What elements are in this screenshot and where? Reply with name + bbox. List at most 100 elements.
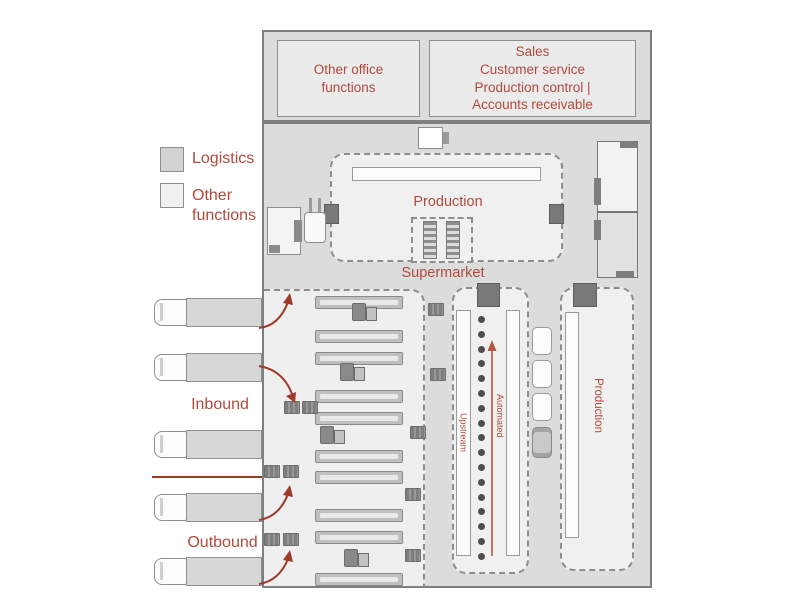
- storage-rack: [315, 531, 403, 544]
- forklift-cab: [358, 553, 369, 567]
- pallet: [302, 401, 318, 414]
- outbound-arrow: [258, 550, 293, 585]
- assembly-line-label: Upstream: [458, 413, 469, 453]
- truck-windshield: [160, 435, 163, 453]
- legend-other-swatch: [160, 183, 184, 208]
- operator-dot: [478, 478, 485, 486]
- assembly-line-right-lane: [506, 310, 520, 556]
- storage-rack-shelf: [320, 535, 398, 540]
- production-right-door: [573, 283, 597, 307]
- storage-rack: [315, 390, 403, 403]
- forklift-parked: [304, 212, 326, 243]
- inbound-label: Inbound: [191, 396, 249, 413]
- truck-windshield: [160, 358, 163, 376]
- operator-dot: [478, 390, 485, 397]
- production-right-label: Production: [592, 377, 604, 433]
- forklift-cab: [334, 430, 345, 444]
- pallet: [284, 401, 300, 414]
- buffer-station: [532, 360, 552, 388]
- production-right-lane: [565, 312, 579, 538]
- storage-rack-shelf: [320, 416, 398, 421]
- assembly-area-door: [477, 283, 500, 307]
- assembly-arrow-label: Automated: [495, 394, 505, 438]
- operator-dot: [478, 404, 485, 412]
- truck-windshield: [160, 562, 163, 580]
- forklift-fork: [309, 198, 312, 214]
- truck-cab: [154, 494, 187, 521]
- office-sales-room: Sales Customer service Production contro…: [429, 40, 636, 117]
- operator-dot: [478, 538, 485, 545]
- dock-divider-line: [152, 476, 262, 478]
- storage-rack-shelf: [320, 513, 398, 518]
- operator-dot: [478, 360, 485, 368]
- outbound-arrow: [258, 485, 293, 521]
- outbound-label: Outbound: [187, 534, 258, 551]
- office-accounts-receivable-line: Accounts receivable: [472, 97, 593, 113]
- buffer-station: [532, 393, 552, 421]
- pallet: [405, 488, 421, 501]
- flow-direction-arrow: [487, 340, 497, 556]
- forklift-cab: [354, 367, 365, 381]
- production-door-left: [324, 204, 339, 224]
- forklift: [352, 303, 377, 321]
- entrance-door: [418, 127, 443, 149]
- storage-rack-shelf: [320, 356, 398, 361]
- right-room-top-door: [620, 141, 637, 148]
- pallet: [405, 549, 421, 562]
- right-room-bottom: [597, 212, 638, 278]
- pallet: [428, 303, 444, 316]
- pallet: [283, 465, 299, 478]
- storage-rack-shelf: [320, 334, 398, 339]
- operator-dot: [478, 434, 485, 442]
- storage-rack: [315, 573, 403, 586]
- storage-rack: [315, 471, 403, 484]
- storage-rack-shelf: [320, 300, 398, 305]
- pallet: [410, 426, 426, 439]
- inbound-arrow: [258, 293, 293, 329]
- storage-rack-shelf: [320, 475, 398, 480]
- supermarket-rack: [423, 221, 437, 259]
- machine-room-pallet: [269, 245, 280, 253]
- storage-rack: [315, 412, 403, 425]
- storage-rack-shelf: [320, 454, 398, 459]
- operator-dot: [478, 419, 485, 427]
- operator-dot: [478, 493, 485, 501]
- operator-dot: [478, 523, 485, 531]
- right-room-side-door: [594, 178, 601, 205]
- truck-trailer: [186, 493, 262, 522]
- assembly-arrow-label-wrap: Automated: [494, 366, 506, 466]
- pallet: [264, 533, 280, 546]
- machine-room-door: [294, 220, 302, 242]
- right-room-bottom-side-door: [594, 220, 601, 240]
- assembly-line-left-lane: Upstream: [456, 310, 471, 556]
- supermarket-rack: [446, 221, 460, 259]
- buffer-station-full: [532, 427, 552, 458]
- forklift-cab: [366, 307, 377, 321]
- truck-cab: [154, 558, 187, 585]
- production-line-bench: [352, 167, 541, 181]
- office-production-control-line: Production control |: [474, 79, 591, 95]
- legend-logistics-swatch: [160, 147, 184, 172]
- storage-rack-shelf: [320, 394, 398, 399]
- operator-dot: [478, 552, 485, 560]
- entrance-door-tab: [443, 132, 449, 144]
- storage-rack: [315, 509, 403, 522]
- storage-rack: [315, 352, 403, 365]
- office-other-functions-room: Other office functions: [277, 40, 420, 117]
- storage-rack-shelf: [320, 577, 398, 582]
- forklift: [340, 363, 365, 381]
- forklift-fork: [318, 198, 321, 214]
- truck-trailer: [186, 353, 262, 382]
- forklift: [344, 549, 369, 567]
- truck-trailer: [186, 430, 262, 459]
- truck-trailer: [186, 298, 262, 327]
- truck-cab: [154, 299, 187, 326]
- office-customer-service-line: Customer service: [479, 61, 585, 77]
- operator-dot: [478, 449, 485, 457]
- pallet: [283, 533, 299, 546]
- production-door-right: [549, 204, 564, 224]
- storage-rack: [315, 450, 403, 463]
- production-right-label-wrap: Production: [588, 345, 608, 465]
- truck-cab: [154, 431, 187, 458]
